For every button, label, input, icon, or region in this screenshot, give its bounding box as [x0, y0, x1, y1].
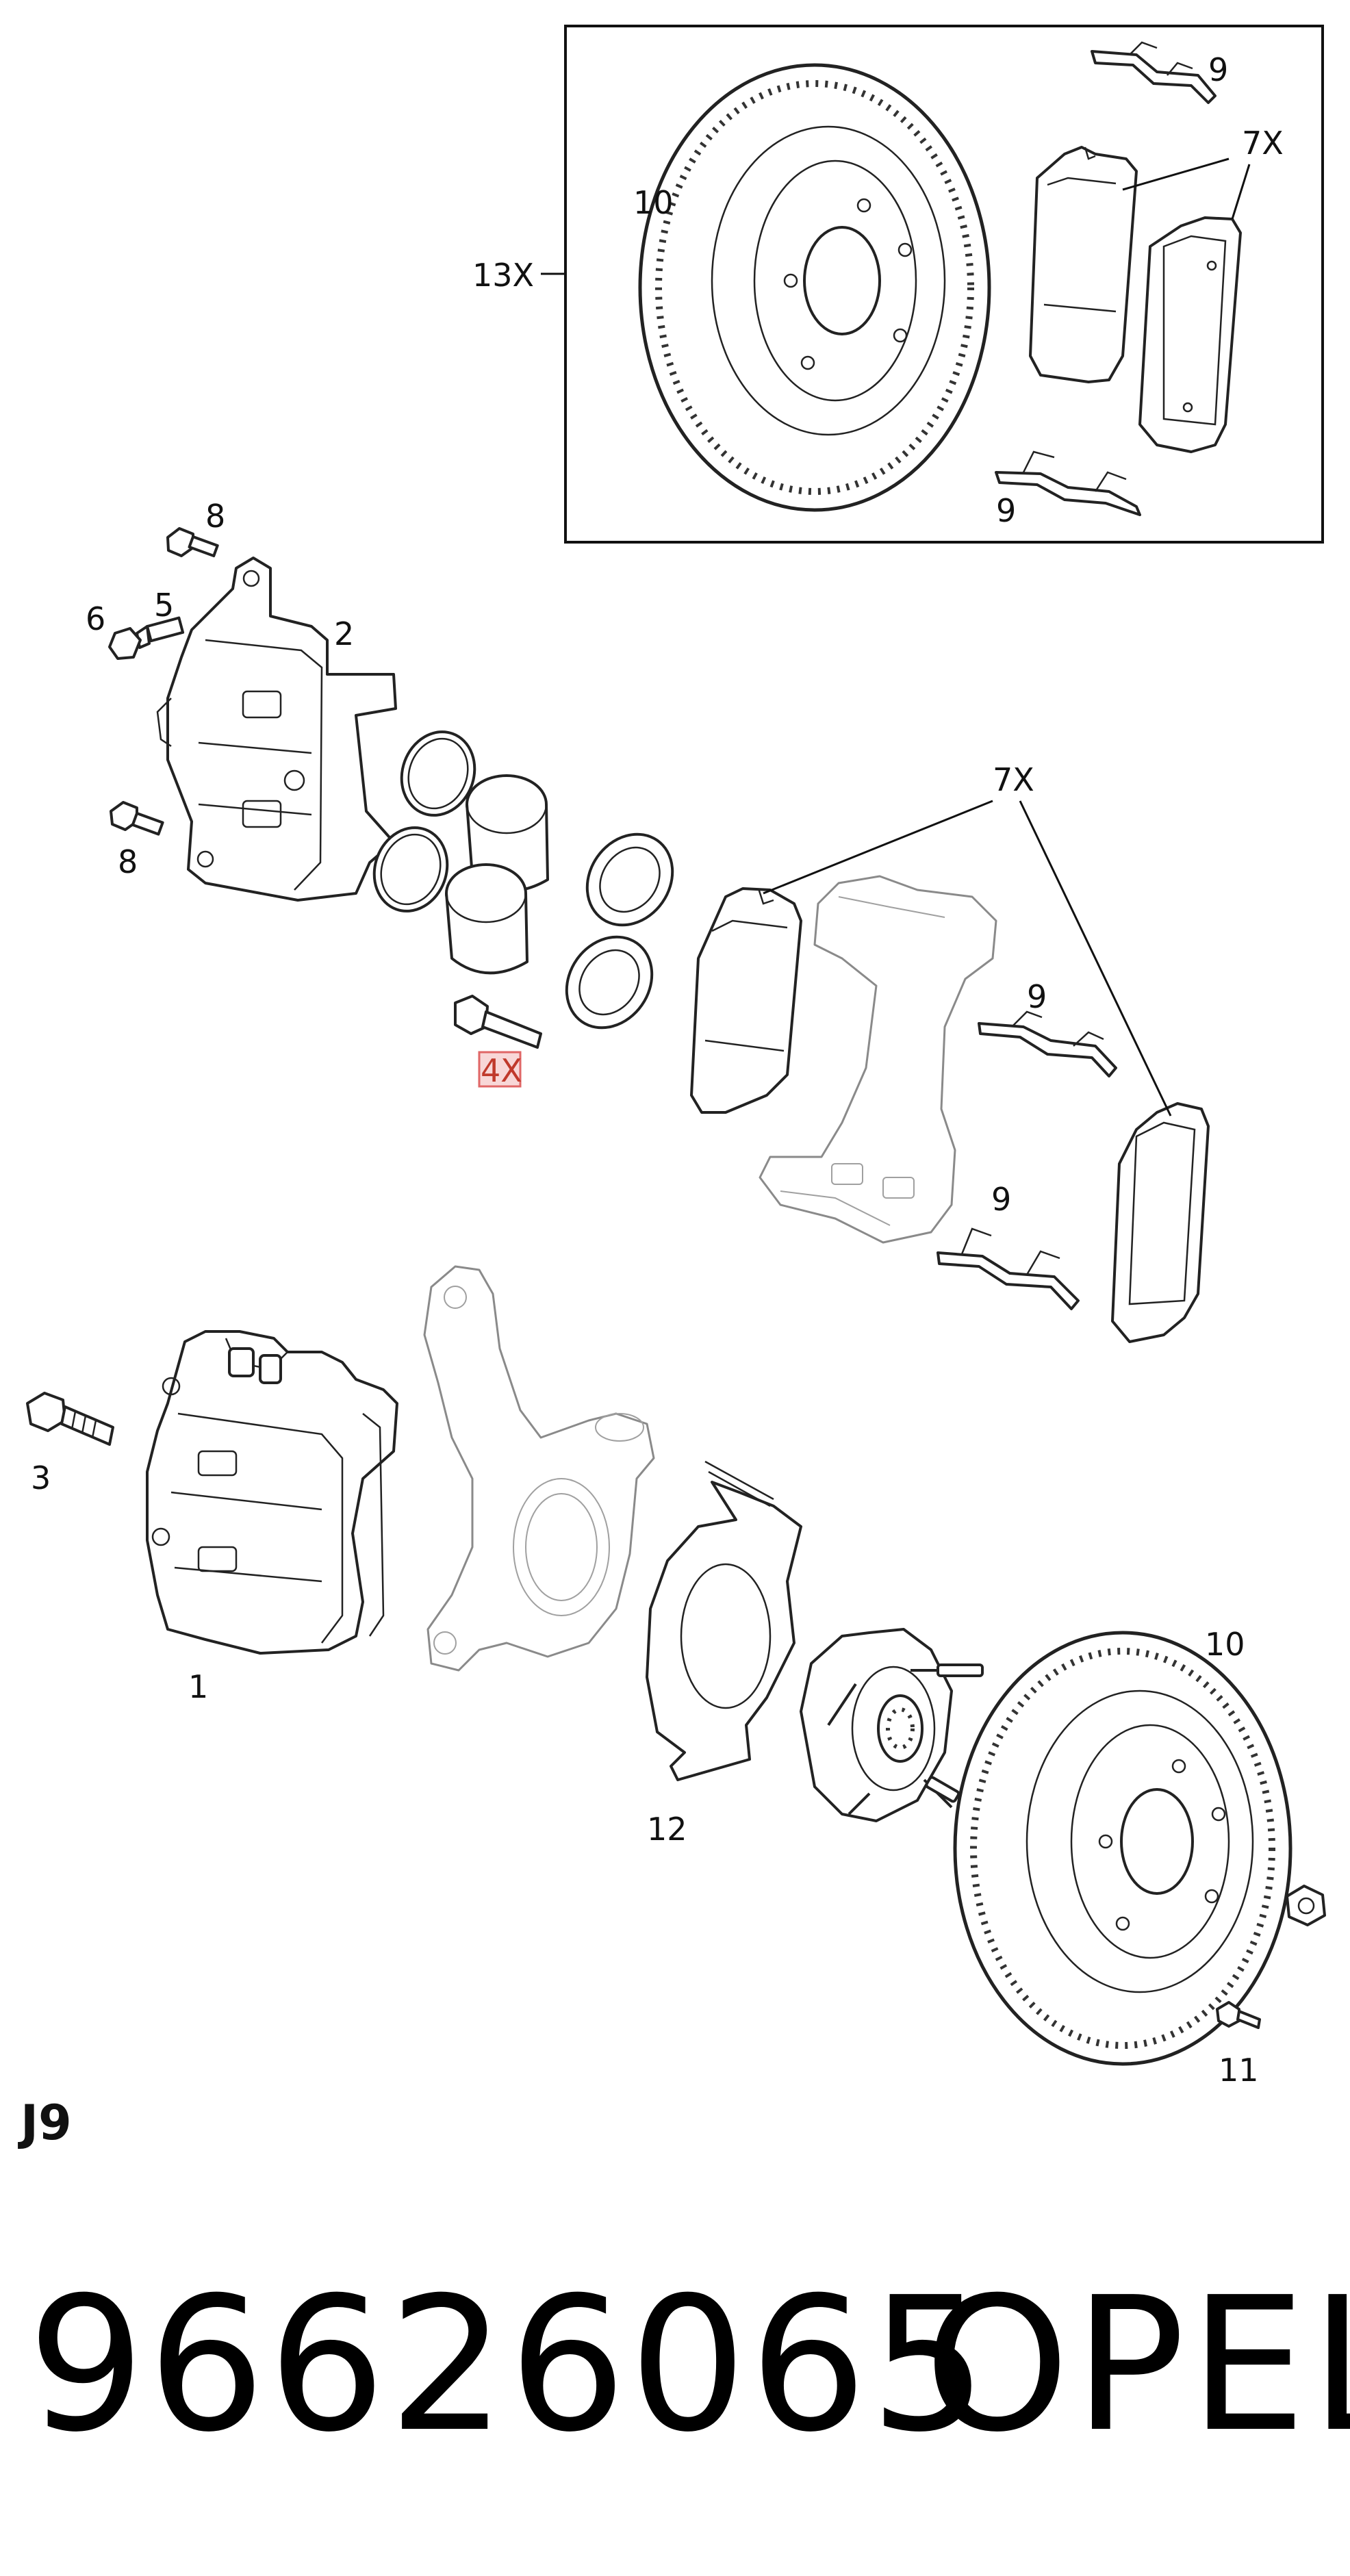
steering-knuckle: [423, 1265, 655, 1672]
seal-ring-upper: [400, 730, 476, 817]
callout-8-top: 8: [205, 498, 225, 535]
callout-10-top: 10: [633, 184, 674, 221]
wheel-nut: [1286, 1885, 1326, 1926]
callout-3: 3: [31, 1459, 51, 1496]
bolt-8-top: [166, 527, 219, 558]
dust-boot-upper: [585, 832, 674, 927]
callout-4x-highlight: 4X: [478, 1051, 522, 1089]
bolt-8-bottom: [110, 801, 164, 836]
callout-7x-top: 7X: [1242, 125, 1284, 162]
pad-clip-mid-top: [978, 1010, 1117, 1077]
callout-1: 1: [188, 1668, 208, 1705]
callout-9-box-bottom: 9: [996, 492, 1016, 529]
dust-shield: [646, 1460, 802, 1781]
callout-8-bottom: 8: [118, 843, 138, 880]
brand-name: OPEL: [924, 2257, 1350, 2473]
brake-disc-top: [638, 63, 991, 512]
part-number: 96626065: [27, 2257, 991, 2473]
callout-11: 11: [1219, 2052, 1259, 2089]
pad-clip-top: [1091, 41, 1217, 104]
callout-12: 12: [647, 1811, 687, 1848]
bolt-3: [26, 1392, 114, 1446]
pad-clip-box-bottom: [995, 450, 1141, 516]
page-code: J9: [18, 2095, 72, 2151]
guide-pin-bolt: [454, 995, 542, 1049]
bleeder-cap-6: [108, 627, 142, 660]
piston-lower: [445, 863, 528, 975]
brake-disc-bottom: [953, 1631, 1292, 2066]
caliper-bracket: [759, 875, 997, 1244]
callout-6: 6: [86, 600, 105, 637]
callout-13x: 13X: [472, 257, 534, 294]
callout-4x: 4X: [481, 1052, 522, 1089]
seal-ring-lower: [372, 826, 449, 913]
pad-clip-mid-bottom: [937, 1227, 1080, 1310]
wheel-hub: [800, 1628, 984, 1822]
dust-boot-lower: [565, 935, 654, 1030]
callout-9-top: 9: [1208, 51, 1228, 88]
callout-2: 2: [334, 615, 354, 652]
callout-9-mid-bottom: 9: [991, 1181, 1011, 1218]
callout-9-mid-top: 9: [1027, 978, 1047, 1015]
callout-10-bottom: 10: [1205, 1626, 1245, 1663]
callout-5: 5: [154, 587, 174, 624]
retaining-screw-11: [1216, 2001, 1261, 2029]
brake-pad-top-left: [1029, 146, 1138, 383]
brake-pad-top-right: [1138, 216, 1242, 453]
footer: 96626065 OPEL: [0, 2252, 1350, 2567]
brake-pad-mid-right: [1111, 1102, 1210, 1343]
callout-7x-mid: 7X: [993, 761, 1034, 798]
brake-caliper-assembly: [146, 1330, 398, 1655]
brake-pad-mid-left: [690, 887, 802, 1114]
caliper-housing: [156, 557, 397, 902]
kit-box: 13X 10 9 7X 9: [472, 25, 1324, 544]
exploded-brake-diagram: 13X 10 9 7X 9: [18, 25, 1326, 2151]
